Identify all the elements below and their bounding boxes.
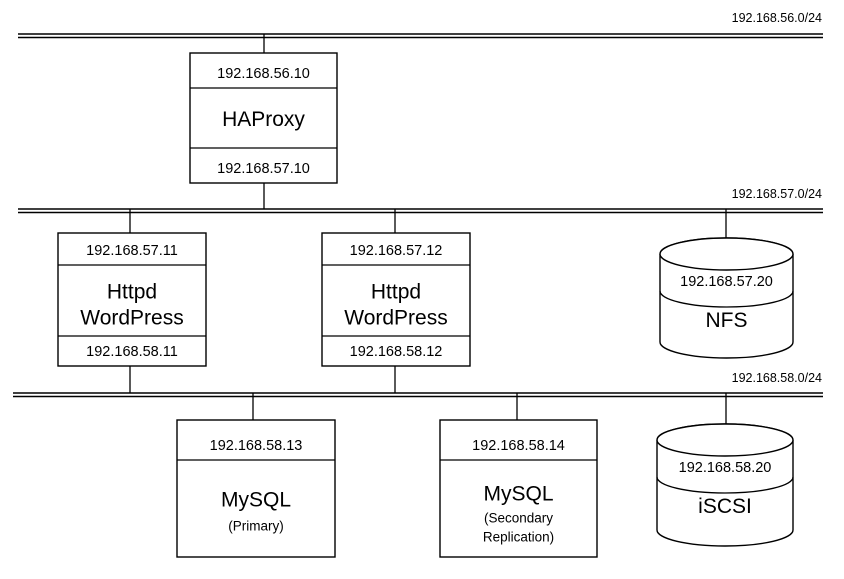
- node-sub-httpd-1: WordPress: [80, 307, 183, 330]
- cylinder-divider-iscsi: [656, 476, 794, 494]
- top-ip-httpd-1: 192.168.57.11: [86, 243, 178, 259]
- top-ip-iscsi: 192.168.58.20: [679, 460, 772, 476]
- network-bus-layer: 192.168.56.0/24 192.168.57.0/24 192.168.58…: [13, 11, 823, 398]
- node-sub-httpd-2: WordPress: [344, 307, 447, 330]
- bottom-ip-haproxy: 192.168.57.10: [217, 161, 310, 177]
- node-box-mysql-secondary[interactable]: [439, 419, 598, 558]
- top-ip-haproxy: 192.168.56.10: [217, 66, 310, 82]
- network-bus-net-57: 192.168.57.0/24: [18, 187, 823, 214]
- network-bus-net-56: 192.168.56.0/24: [18, 11, 823, 39]
- node-name-iscsi: iSCSI: [698, 495, 752, 518]
- network-label-net-56: 192.168.56.0/24: [732, 11, 822, 25]
- top-ip-nfs: 192.168.57.20: [680, 274, 773, 290]
- cylinder-top-iscsi: [656, 423, 794, 457]
- node-box-mysql-primary[interactable]: [176, 419, 336, 558]
- cylinder-divider-nfs: [659, 290, 794, 308]
- node-sub2-mysql-secondary: Replication): [483, 530, 554, 545]
- node-box-httpd-1[interactable]: [57, 232, 207, 367]
- cylinder-top-nfs: [659, 237, 794, 271]
- network-label-net-58: 192.168.58.0/24: [732, 371, 822, 385]
- top-ip-mysql-secondary: 192.168.58.14: [472, 438, 565, 454]
- bottom-ip-httpd-2: 192.168.58.12: [350, 344, 443, 360]
- network-label-net-57: 192.168.57.0/24: [732, 187, 822, 201]
- network-bus-net-58: 192.168.58.0/24: [13, 371, 823, 398]
- connector-lines-layer: [129, 34, 727, 426]
- node-name-mysql-secondary: MySQL: [483, 483, 553, 506]
- node-box-httpd-2[interactable]: [321, 232, 471, 367]
- node-box-haproxy[interactable]: [189, 52, 338, 184]
- node-name-haproxy: HAProxy: [222, 108, 305, 131]
- node-sub-mysql-primary: (Primary): [228, 519, 284, 534]
- bottom-ip-httpd-1: 192.168.58.11: [86, 344, 178, 360]
- node-name-mysql-primary: MySQL: [221, 489, 291, 512]
- top-ip-httpd-2: 192.168.57.12: [350, 243, 443, 259]
- host-nodes-layer: 192.168.56.10192.168.57.10HAProxy192.168…: [57, 52, 794, 558]
- node-name-nfs: NFS: [706, 309, 748, 332]
- node-iscsi[interactable]: 192.168.58.20 iSCSI: [656, 423, 794, 547]
- node-sub-mysql-secondary: (Secondary: [484, 511, 553, 526]
- node-name-httpd-2: Httpd: [371, 281, 421, 304]
- node-name-httpd-1: Httpd: [107, 281, 157, 304]
- top-ip-mysql-primary: 192.168.58.13: [210, 438, 303, 454]
- node-haproxy[interactable]: 192.168.56.10 192.168.57.10 HAProxy: [189, 52, 338, 184]
